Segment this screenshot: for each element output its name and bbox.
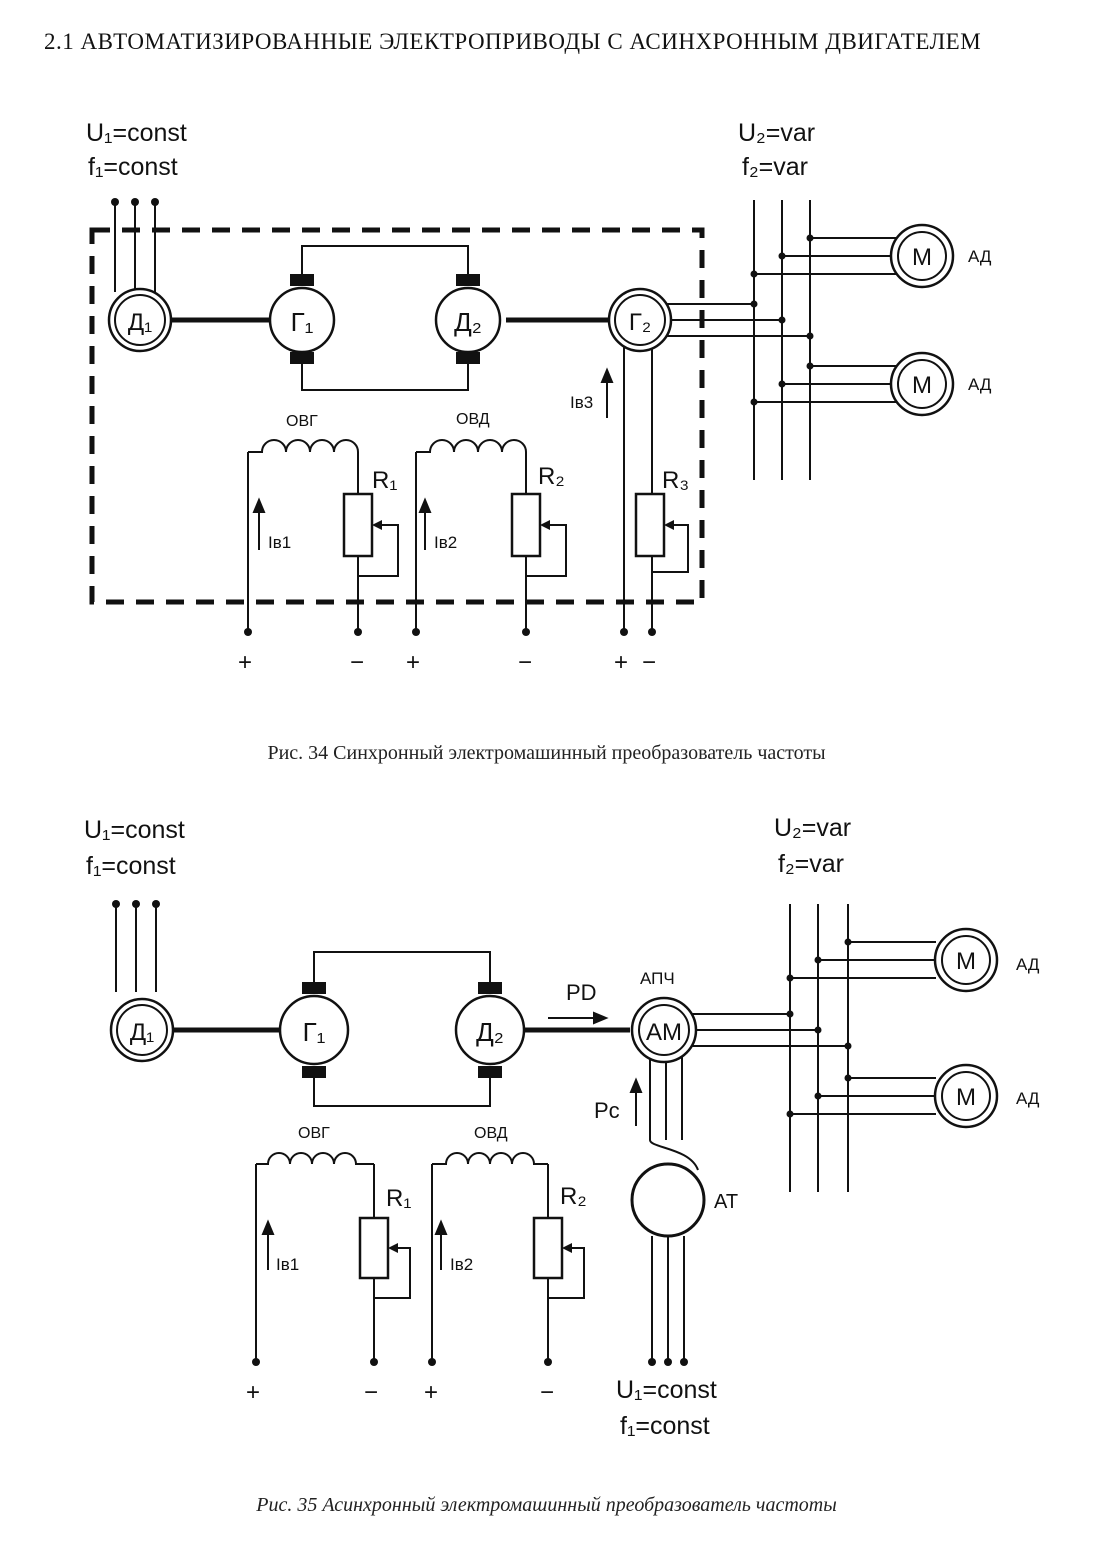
ovg-coil [256, 1152, 374, 1165]
figure-35-caption: Рис. 35 Асинхронный электромашинный прео… [256, 1494, 837, 1516]
fig35-iv1-label: Iв1 [276, 1255, 299, 1274]
section-heading: 2.1 АВТОМАТИЗИРОВАННЫЕ ЭЛЕКТРОПРИВОДЫ С … [44, 29, 982, 54]
fig35-bottom-f: f₁=const [620, 1412, 710, 1440]
fig34-r2-label: R₂ [538, 463, 565, 490]
fig35-output-f: f₂=var [778, 850, 844, 878]
fig34-g1-label: Г₁ [291, 307, 314, 337]
fig34-iv3-label: Iв3 [570, 393, 593, 412]
fig35-pd-label: PD [566, 980, 597, 1005]
fig35-output-u: U₂=var [774, 814, 851, 842]
figure-34-caption: Рис. 34 Синхронный электромашинный преоб… [267, 742, 826, 764]
ovd-coil [432, 1152, 548, 1165]
fig34-plus-2: + [406, 649, 420, 676]
fig34-g2-label: Г₂ [629, 309, 651, 336]
fig35-g1-label: Г₁ [303, 1017, 326, 1047]
fig34-plus-3: + [614, 649, 628, 676]
fig35-motor1-symbol: M [956, 948, 976, 975]
fig34-minus-2: − [518, 649, 532, 676]
fig34-r3-label: R₃ [662, 467, 689, 494]
fig35-supply-u: U₁=const [84, 816, 185, 844]
fig35-plus-2: + [424, 1379, 438, 1406]
ovd-coil [416, 439, 527, 453]
fig34-iv1-label: Iв1 [268, 533, 291, 552]
fig35-pc-label: Pc [594, 1098, 620, 1123]
fig34-motor2-label: АД [968, 375, 992, 394]
fig34-ovg-label: ОВГ [286, 413, 318, 430]
figure-35-diagram: U₁=const f₁=const U₂=var f₂=var Д₁ Г₁ Д₂… [84, 814, 1040, 1440]
fig34-d1-label: Д₁ [128, 309, 152, 336]
fig35-d2-label: Д₂ [476, 1017, 504, 1047]
fig35-plus-1: + [246, 1379, 260, 1406]
fig34-output-f: f₂=var [742, 153, 808, 181]
fig35-at-label: AT [714, 1191, 738, 1213]
fig35-minus-1: − [364, 1379, 378, 1406]
figure-34-diagram: U₁=const f₁=const U₂=var f₂=var Д₁ Г₁ Д₂… [86, 119, 992, 676]
generator-g1 [268, 286, 336, 354]
fig34-d2-label: Д₂ [454, 307, 482, 337]
fig34-minus-3: − [642, 649, 656, 676]
fig34-motor2-symbol: M [912, 372, 932, 399]
ovg-coil [248, 439, 359, 453]
fig34-output-u: U₂=var [738, 119, 815, 147]
autotransformer-at [630, 1162, 706, 1238]
fig35-motor2-symbol: M [956, 1084, 976, 1111]
fig35-ovd-label: ОВД [474, 1125, 508, 1142]
fig34-supply-f: f₁=const [88, 153, 178, 181]
fig35-ovg-label: ОВГ [298, 1125, 330, 1142]
generator-g1 [278, 994, 350, 1066]
fig35-r1-label: R₁ [386, 1185, 411, 1212]
fig35-minus-2: − [540, 1379, 554, 1406]
fig35-am-label: AM [646, 1019, 682, 1046]
fig34-r1-label: R₁ [372, 467, 397, 494]
fig35-d1-label: Д₁ [130, 1019, 154, 1046]
fig35-bottom-u: U₁=const [616, 1376, 717, 1404]
fig35-motor2-label: АД [1016, 1089, 1040, 1108]
fig35-apch-label: АПЧ [640, 969, 675, 988]
motor-d2 [454, 994, 526, 1066]
fig35-r2-label: R₂ [560, 1183, 587, 1210]
fig34-minus-1: − [350, 649, 364, 676]
resistor-r1 [342, 492, 374, 558]
enclosure-boundary [89, 227, 705, 605]
fig35-iv2-label: Iв2 [450, 1255, 473, 1274]
motor-d2 [434, 286, 502, 354]
fig35-supply-f: f₁=const [86, 852, 176, 880]
fig34-ovd-label: ОВД [456, 411, 490, 428]
fig34-iv2-label: Iв2 [434, 533, 457, 552]
resistor-r1 [358, 1216, 390, 1280]
fig34-motor1-label: АД [968, 247, 992, 266]
fig34-plus-1: + [238, 649, 252, 676]
fig35-motor1-label: АД [1016, 955, 1040, 974]
resistor-r2 [532, 1216, 564, 1280]
fig34-motor1-symbol: M [912, 244, 932, 271]
fig34-supply-u: U₁=const [86, 119, 187, 147]
resistor-r3 [634, 492, 666, 558]
